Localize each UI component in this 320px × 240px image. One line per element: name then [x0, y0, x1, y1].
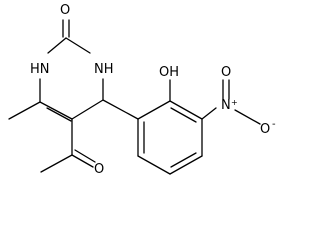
bond-acetyl-o-2	[74, 149, 96, 163]
bond-c6-methyl	[8, 101, 41, 120]
bond-c6-c5-inner	[46, 107, 72, 122]
bond-ar-1	[137, 100, 171, 120]
structure-canvas: O HN NH OH N + O O - O	[8, 3, 276, 177]
molecule-drawing: O HN NH OH N + O O - O	[8, 3, 276, 177]
oh-label: OH	[159, 65, 179, 80]
nitro-oxygen-top-label: O	[221, 65, 231, 80]
nh-right-label: NH	[94, 62, 114, 77]
carbonyl-oxygen-label: O	[60, 3, 70, 18]
bond-c5-c4	[71, 99, 104, 120]
bond-c4-phenyl	[102, 99, 139, 120]
bond-ar-5	[137, 155, 171, 175]
bond-c2-n3	[65, 37, 91, 54]
ketone-oxygen-label: O	[94, 162, 104, 177]
bond-acetyl-o-1	[71, 154, 94, 168]
nitro-oxygen-right-label: O	[260, 122, 270, 137]
bond-c2-n1	[47, 37, 67, 54]
bond-ar-nitro	[201, 107, 217, 120]
bond-nitro-o-single	[234, 109, 261, 125]
bond-c6-c5	[39, 101, 73, 120]
nitro-plus-charge: +	[231, 98, 238, 107]
bond-acetyl-methyl	[40, 154, 73, 173]
nitro-minus-charge: -	[272, 119, 276, 130]
bond-ar-4	[169, 155, 203, 175]
bond-ar-inner-1	[170, 107, 197, 123]
bond-ar-inner-2	[170, 152, 197, 168]
nh-left-label: HN	[30, 62, 50, 77]
bond-ar-2	[169, 100, 203, 120]
nitro-nitrogen-label: N	[221, 98, 231, 113]
